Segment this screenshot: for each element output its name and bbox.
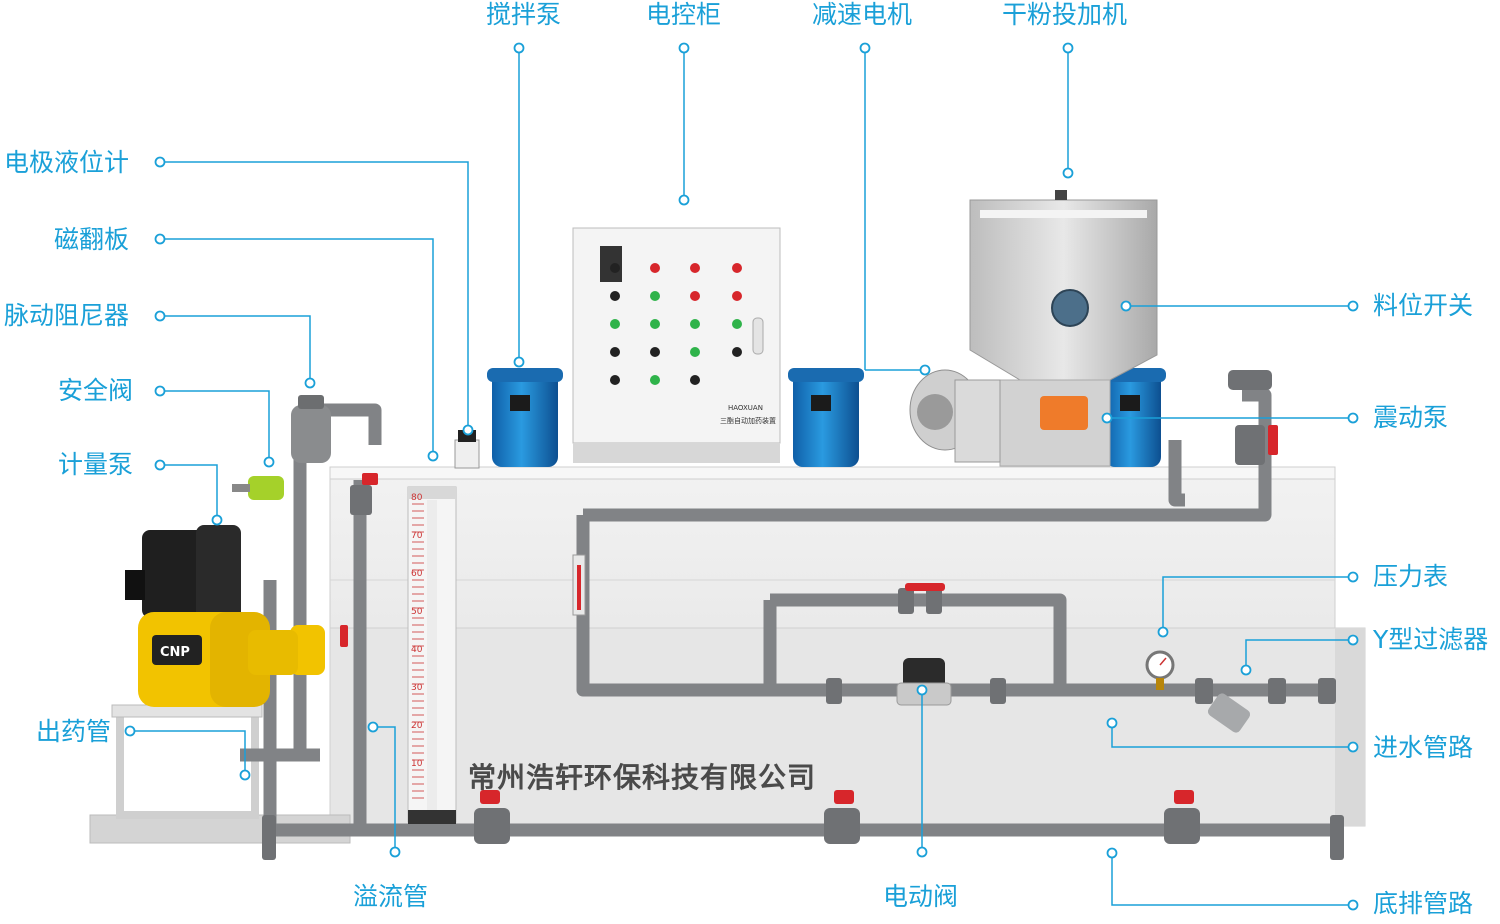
control-cabinet-body: HAOXUAN 三酯自动加药装置 — [572, 227, 781, 463]
indicator-lamp — [610, 347, 620, 357]
svg-text:HAOXUAN: HAOXUAN — [728, 404, 763, 412]
indicator-lamp — [650, 375, 660, 385]
scale-tick-label: 20 — [411, 721, 423, 731]
level-scale: 80 70 60 50 40 30 20 10 — [411, 493, 424, 799]
indicator-lamp — [610, 319, 620, 329]
scale-tick-label: 50 — [411, 607, 423, 617]
label-pressure-gauge: 压力表 — [1373, 562, 1449, 591]
y-filter-body — [1207, 693, 1251, 733]
indicator-lamp — [732, 319, 742, 329]
overflow-pipe-top — [350, 485, 372, 515]
scale-tick-label: 80 — [411, 493, 423, 503]
powder-feeder-body — [969, 190, 1158, 467]
indicator-lamp — [732, 347, 742, 357]
label-pulse-damper: 脉动阻尼器 — [4, 301, 130, 330]
svg-text:三酯自动加药装置: 三酯自动加药装置 — [720, 416, 776, 425]
label-y-filter: Y型过滤器 — [1373, 625, 1489, 654]
indicator-lamp — [610, 291, 620, 301]
label-vibration-pump: 震动泵 — [1373, 403, 1449, 432]
reducer-motor-body — [909, 369, 1001, 463]
label-level-switch: 料位开关 — [1373, 291, 1474, 320]
leader-lines — [133, 48, 1350, 906]
electric-valve-body — [896, 658, 952, 706]
indicator-lamp — [650, 319, 660, 329]
scale-tick-label: 70 — [411, 531, 423, 541]
indicator-lamp — [732, 263, 742, 273]
indicator-lamp — [610, 263, 620, 273]
indicator-lamp — [650, 291, 660, 301]
company-name: 常州浩轩环保科技有限公司 — [468, 761, 817, 794]
pulse-damper-body — [291, 395, 331, 463]
metering-pump-assembly: CNP — [125, 525, 325, 707]
valve-handles — [340, 425, 1278, 804]
scale-tick-label: 60 — [411, 569, 423, 579]
label-control-cabinet: 电控柜 — [646, 0, 722, 29]
indicator-lamp — [732, 291, 742, 301]
leader-dots — [124, 42, 1359, 911]
label-overflow-pipe: 溢流管 — [353, 882, 429, 911]
label-reducer-motor: 减速电机 — [812, 0, 913, 29]
scale-tick-label: 30 — [411, 683, 423, 693]
stir-motor-2 — [788, 368, 864, 467]
cabinet-indicators — [610, 263, 742, 385]
indicator-lamp — [650, 347, 660, 357]
indicator-lamp — [690, 263, 700, 273]
stir-motor-1 — [487, 368, 563, 467]
label-safety-valve: 安全阀 — [58, 376, 134, 405]
indicator-lamp — [650, 263, 660, 273]
electrode-sensor-body — [454, 430, 480, 469]
indicator-lamp — [690, 347, 700, 357]
scale-tick-label: 10 — [411, 759, 423, 769]
scale-tick-label: 40 — [411, 645, 423, 655]
indicator-lamp — [690, 291, 700, 301]
safety-valve-body — [232, 476, 284, 500]
label-stir-pump: 搅拌泵 — [486, 0, 562, 29]
label-powder-feeder: 干粉投加机 — [1002, 0, 1128, 29]
label-outlet-pipe: 出药管 — [36, 717, 112, 746]
svg-text:CNP: CNP — [160, 645, 190, 660]
stir-motor-3 — [1100, 368, 1166, 467]
label-bottom-drain: 底排管路 — [1373, 889, 1474, 918]
label-electric-valve: 电动阀 — [883, 882, 959, 911]
indicator-lamp — [610, 375, 620, 385]
indicator-lamp — [690, 375, 700, 385]
label-inlet-pipe: 进水管路 — [1373, 733, 1474, 762]
label-magnetic-flap: 磁翻板 — [54, 225, 130, 254]
pressure-gauge-body — [1145, 650, 1175, 690]
magnetic-flap-gauge — [407, 486, 457, 824]
pipe-fittings — [262, 370, 1344, 860]
label-electrode-level-meter: 电极液位计 — [4, 148, 130, 177]
indicator-lamp — [690, 319, 700, 329]
label-metering-pump: 计量泵 — [58, 450, 134, 479]
